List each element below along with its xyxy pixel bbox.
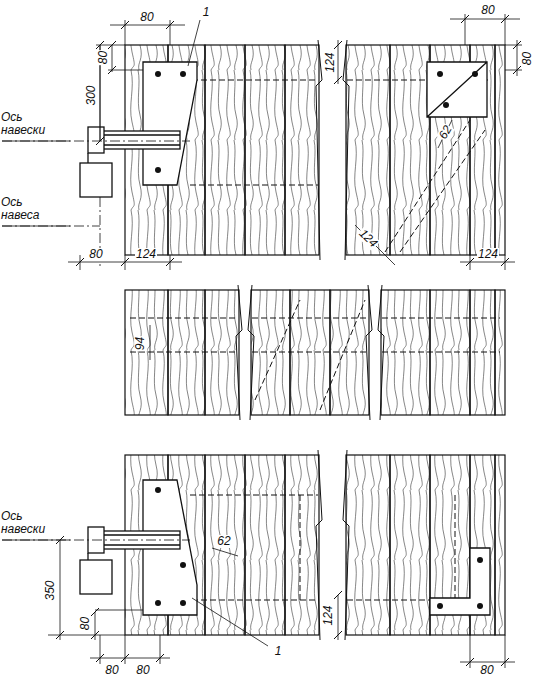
dimension-value: 94 — [134, 335, 147, 350]
dimension-value: 124 — [477, 248, 499, 261]
board — [495, 455, 505, 635]
board — [495, 45, 505, 255]
board — [285, 455, 319, 635]
axes-and-dimensions — [2, 14, 522, 668]
board — [390, 455, 430, 635]
boards — [125, 45, 505, 635]
board — [245, 45, 285, 255]
board — [346, 45, 390, 255]
dimension-value: 350 — [44, 579, 57, 601]
dimension-value: 124 — [324, 51, 337, 73]
break-lines — [236, 40, 384, 640]
callout-number: 1 — [274, 645, 283, 658]
dimension-value: 80 — [79, 615, 92, 630]
dimension-value: 80 — [139, 11, 154, 24]
dimension-value: 80 — [88, 248, 103, 261]
bolts — [155, 71, 483, 609]
dimension-value: 80 — [479, 664, 494, 676]
axis-label: Ось навески — [0, 111, 60, 137]
axis-label: Ось навески — [0, 510, 60, 536]
board — [285, 45, 319, 255]
dimension-value: 124 — [322, 604, 335, 626]
dimension-value: 80 — [104, 664, 119, 676]
hinges — [80, 127, 180, 594]
dimension-value: 300 — [85, 84, 98, 106]
board — [346, 455, 390, 635]
dimension-value: 62 — [216, 535, 231, 548]
board — [390, 45, 430, 255]
axis-label: Ось навеса — [0, 196, 60, 222]
callout-number: 1 — [202, 6, 211, 19]
board — [205, 45, 245, 255]
dimension-value: 80 — [97, 49, 110, 64]
dimension-value: 124 — [135, 248, 157, 261]
dimension-ticks — [56, 15, 521, 666]
dimension-value: 80 — [521, 50, 534, 65]
dimension-value: 80 — [480, 4, 495, 17]
board — [245, 455, 285, 635]
board — [205, 455, 245, 635]
dimension-value: 80 — [135, 664, 150, 676]
